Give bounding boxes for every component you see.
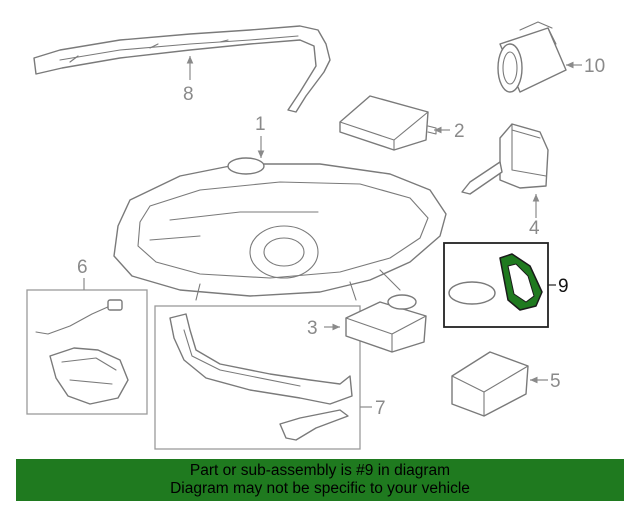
part-1-headlamp-assembly[interactable] [113, 157, 447, 301]
callout-4: 4 [529, 218, 540, 239]
part-8-trim-strip[interactable] [33, 25, 331, 113]
group-6-box [26, 289, 148, 415]
callout-10: 10 [584, 56, 605, 77]
part-4-bulb-socket[interactable] [461, 123, 549, 195]
group-7-box [154, 305, 361, 450]
callout-7: 7 [375, 398, 386, 419]
part-6-wiring-and-igniter[interactable] [35, 299, 129, 405]
callout-9: 9 [558, 276, 569, 297]
part-7-mounting-bracket[interactable] [169, 313, 353, 441]
part-10-lamp-unit[interactable] [497, 21, 567, 93]
callout-2: 2 [454, 121, 465, 142]
banner-line-2: Diagram may not be specific to your vehi… [170, 480, 470, 497]
part-3-ballast[interactable] [345, 294, 427, 353]
banner-line-1: Part or sub-assembly is #9 in diagram [189, 462, 451, 479]
part-2-control-module[interactable] [339, 95, 437, 151]
callout-3: 3 [307, 318, 318, 339]
callout-5: 5 [550, 371, 561, 392]
info-banner: Part or sub-assembly is #9 in diagram Di… [16, 459, 624, 501]
callout-6: 6 [77, 257, 88, 278]
callout-8: 8 [183, 84, 194, 105]
part-5-module-block[interactable] [451, 351, 529, 417]
callout-1: 1 [255, 114, 266, 135]
part-9-seal[interactable] [448, 253, 543, 311]
